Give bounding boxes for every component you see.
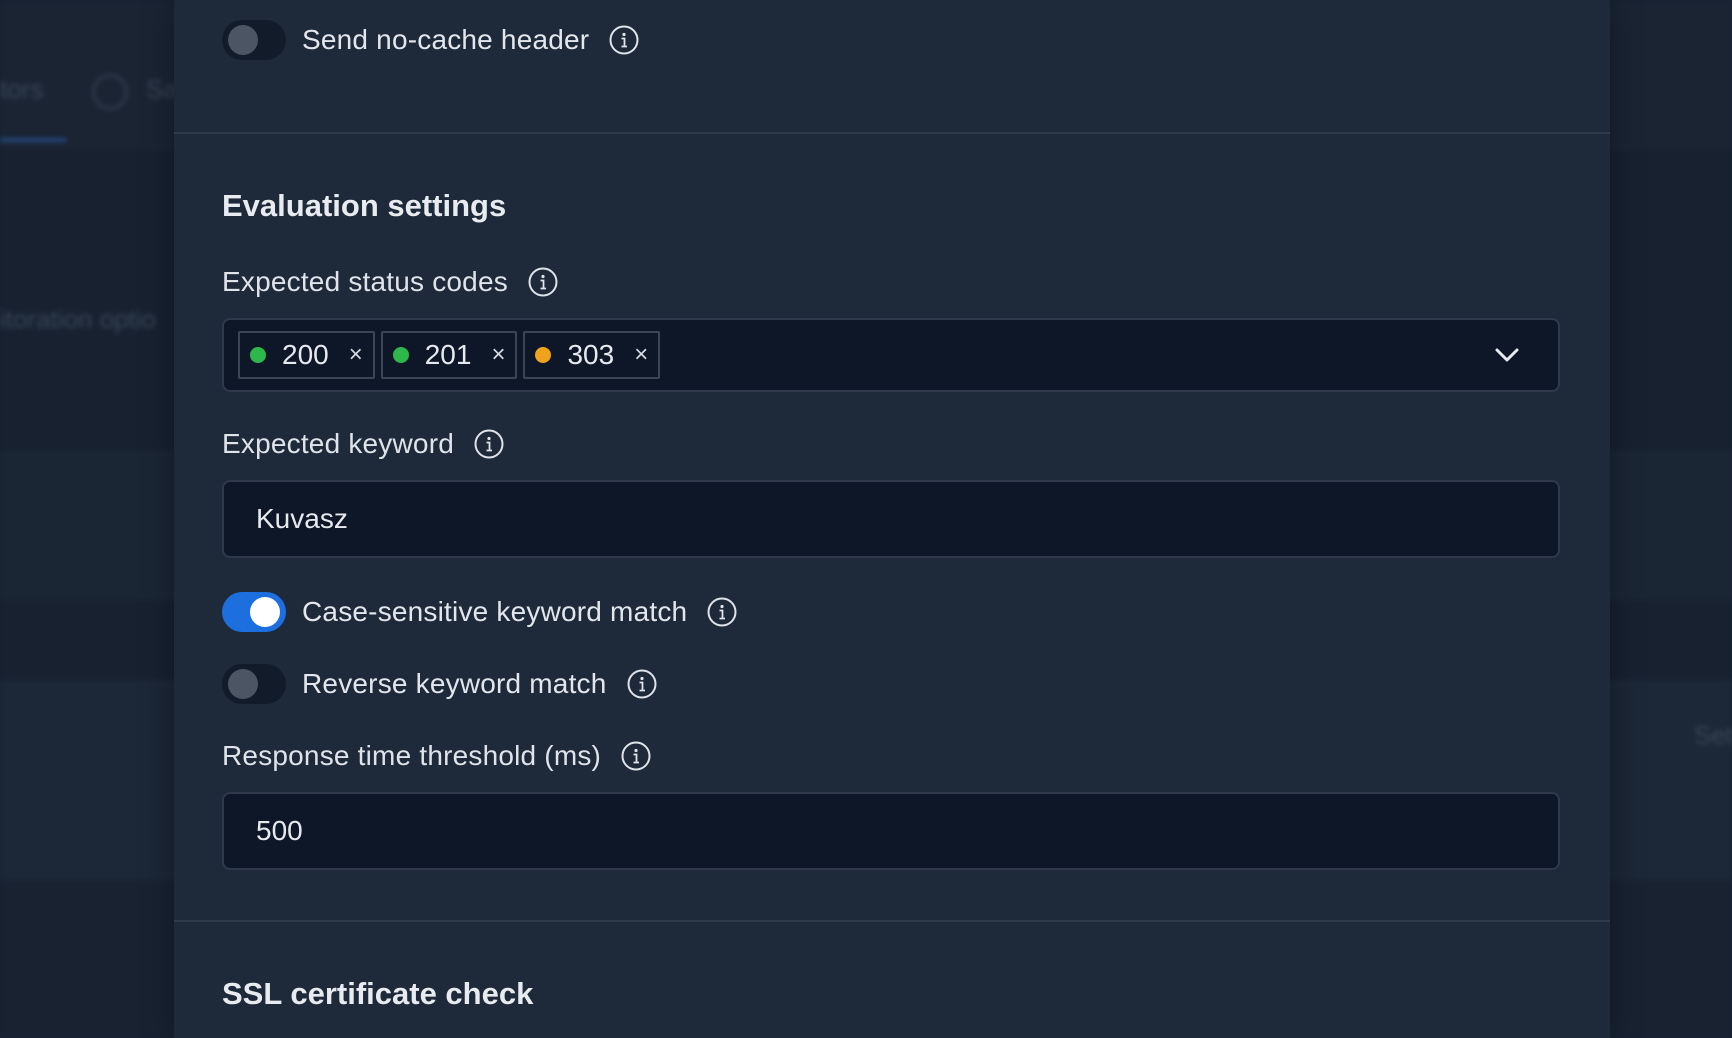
status-codes-label: Expected status codes	[222, 266, 508, 297]
evaluation-settings-title: Evaluation settings	[222, 188, 507, 223]
info-icon[interactable]	[621, 741, 651, 771]
chevron-down-icon[interactable]	[1492, 340, 1522, 370]
info-icon[interactable]	[707, 597, 737, 627]
response-threshold-label: Response time threshold (ms)	[222, 740, 602, 771]
ssl-certificate-title: SSL certificate check	[222, 976, 534, 1011]
status-dot	[392, 347, 409, 363]
send-no-cache-row: Send no-cache header	[222, 20, 639, 60]
toggle-knob	[228, 25, 258, 55]
section-divider	[174, 132, 1610, 134]
expected-keyword-input[interactable]	[222, 480, 1560, 558]
background-text: itoration optio	[0, 304, 157, 334]
keyword-label-row: Expected keyword	[222, 428, 504, 460]
case-sensitive-row: Case-sensitive keyword match	[222, 592, 737, 632]
background-tab-label: Sa	[146, 74, 178, 104]
status-dot	[250, 347, 266, 363]
status-code-chip: 303 ×	[523, 331, 661, 379]
info-icon[interactable]	[627, 669, 657, 699]
info-icon[interactable]	[609, 25, 639, 55]
send-no-cache-label: Send no-cache header	[302, 24, 590, 55]
status-code-chip: 200 ×	[238, 331, 375, 379]
reverse-keyword-toggle[interactable]	[222, 664, 286, 704]
remove-icon[interactable]: ×	[634, 341, 649, 368]
toggle-knob	[228, 669, 258, 699]
status-code-value: 201	[424, 339, 472, 370]
section-divider	[174, 920, 1610, 922]
remove-icon[interactable]: ×	[491, 341, 506, 368]
monitor-settings-panel: Send no-cache header Evaluation settings…	[174, 0, 1610, 1038]
background-icon	[92, 74, 128, 110]
status-codes-select[interactable]: 200 × 201 × 303 ×	[222, 318, 1560, 392]
status-code-chip: 201 ×	[380, 331, 518, 379]
toggle-knob	[250, 597, 280, 627]
reverse-keyword-label: Reverse keyword match	[302, 668, 607, 699]
background-tab-indicator	[0, 138, 66, 142]
case-sensitive-label: Case-sensitive keyword match	[302, 596, 688, 627]
info-icon[interactable]	[474, 429, 504, 459]
background-text: Set	[1694, 720, 1732, 750]
expected-keyword-label: Expected keyword	[222, 428, 454, 459]
response-threshold-label-row: Response time threshold (ms)	[222, 740, 651, 772]
reverse-keyword-row: Reverse keyword match	[222, 664, 657, 704]
send-no-cache-toggle[interactable]	[222, 20, 286, 60]
status-dot	[535, 347, 552, 363]
status-codes-label-row: Expected status codes	[222, 266, 558, 298]
case-sensitive-toggle[interactable]	[222, 592, 286, 632]
response-threshold-input[interactable]	[222, 792, 1560, 870]
info-icon[interactable]	[528, 267, 558, 297]
remove-icon[interactable]: ×	[348, 341, 363, 368]
status-code-value: 303	[567, 339, 615, 370]
status-code-value: 200	[282, 339, 329, 370]
background-tab-label: tors	[0, 74, 44, 104]
